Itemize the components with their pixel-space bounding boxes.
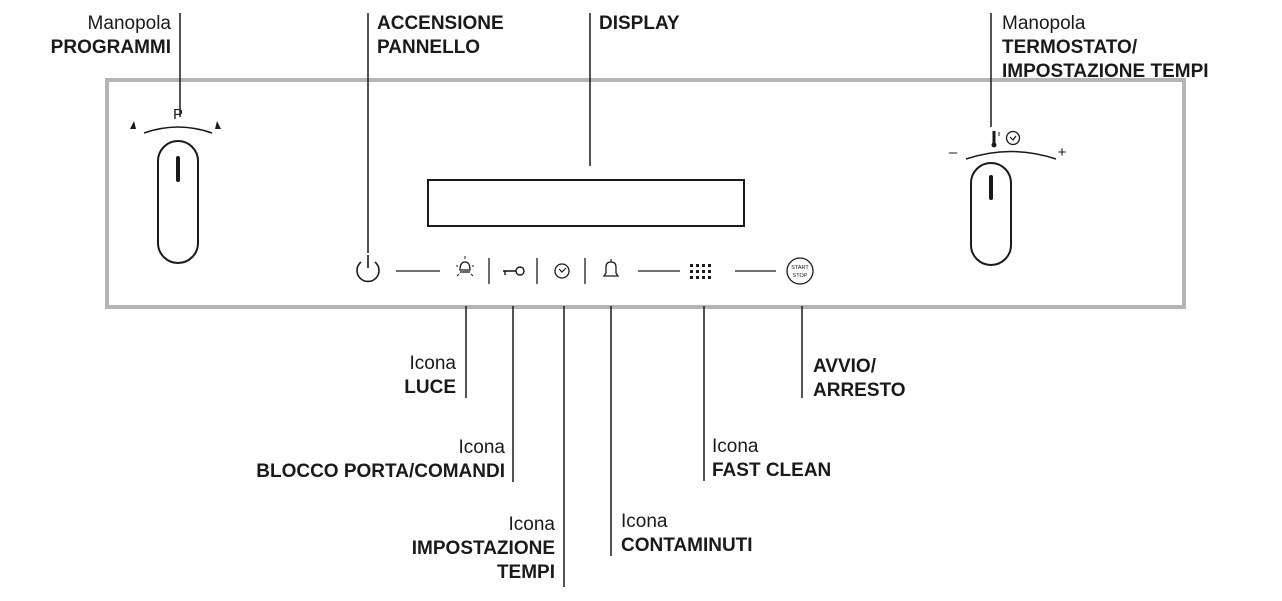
label-tempi-line1: IMPOSTAZIONE xyxy=(411,538,555,559)
label-contaminuti-title: CONTAMINUTI xyxy=(621,535,753,556)
label-contaminuti-prefix: Icona xyxy=(621,511,668,532)
light-icon[interactable] xyxy=(456,256,474,277)
label-tempi-prefix: Icona xyxy=(508,514,555,535)
label-fastclean-title: FAST CLEAN xyxy=(712,460,832,481)
clock-icon xyxy=(1005,130,1021,146)
label-programmi-prefix: Manopola xyxy=(87,13,171,34)
label-contaminuti: Icona CONTAMINUTI xyxy=(621,510,753,558)
label-accensione: ACCENSIONE PANNELLO xyxy=(377,12,504,60)
label-tempi-line2: TEMPI xyxy=(496,562,555,583)
label-accensione-line1: ACCENSIONE xyxy=(377,13,504,34)
bell-icon[interactable] xyxy=(602,259,620,277)
label-termostato-line2: IMPOSTAZIONE TEMPI xyxy=(1002,61,1209,82)
label-accensione-line2: PANNELLO xyxy=(377,37,481,58)
programs-knob[interactable]: P xyxy=(130,106,221,264)
label-termostato-prefix: Manopola xyxy=(1002,13,1086,34)
label-blocco-title: BLOCCO PORTA/COMANDI xyxy=(256,461,505,482)
label-luce: Icona LUCE xyxy=(404,352,456,400)
timer-icon[interactable] xyxy=(554,263,570,279)
label-programmi-title: PROGRAMMI xyxy=(50,37,171,58)
start-stop-icon[interactable]: START STOP xyxy=(786,257,814,285)
fast-clean-dots-icon[interactable] xyxy=(690,264,711,279)
label-blocco-prefix: Icona xyxy=(458,437,505,458)
label-tempi: Icona IMPOSTAZIONE TEMPI xyxy=(412,513,555,585)
label-display-title: DISPLAY xyxy=(599,13,680,34)
arrow-right-icon xyxy=(215,121,221,129)
label-programmi: Manopola PROGRAMMI xyxy=(51,12,171,60)
key-lock-icon[interactable] xyxy=(503,266,525,276)
label-termostato: Manopola TERMOSTATO/ IMPOSTAZIONE TEMPI xyxy=(1002,12,1209,84)
label-termostato-line1: TERMOSTATO/ xyxy=(1002,37,1138,58)
knob-plus-sign: + xyxy=(1058,144,1067,161)
arrow-left-icon xyxy=(130,121,136,129)
panel-frame xyxy=(105,78,1186,309)
power-icon[interactable] xyxy=(356,255,380,283)
label-display: DISPLAY xyxy=(599,12,680,36)
stop-label: STOP xyxy=(793,273,808,279)
label-luce-title: LUCE xyxy=(404,377,456,398)
label-luce-prefix: Icona xyxy=(409,353,456,374)
start-label: START xyxy=(791,265,809,271)
display-window xyxy=(427,179,745,227)
label-avvio: AVVIO/ ARRESTO xyxy=(813,355,906,403)
knob-minus-sign: – xyxy=(949,144,958,161)
thermostat-knob[interactable]: – + xyxy=(949,130,1067,266)
label-avvio-line1: AVVIO/ xyxy=(813,356,876,377)
label-fastclean: Icona FAST CLEAN xyxy=(712,435,831,483)
label-avvio-line2: ARRESTO xyxy=(813,380,906,401)
knob-program-letter: P xyxy=(173,106,183,123)
thermometer-icon xyxy=(991,131,1000,148)
label-blocco: Icona BLOCCO PORTA/COMANDI xyxy=(256,436,505,484)
label-fastclean-prefix: Icona xyxy=(712,436,759,457)
